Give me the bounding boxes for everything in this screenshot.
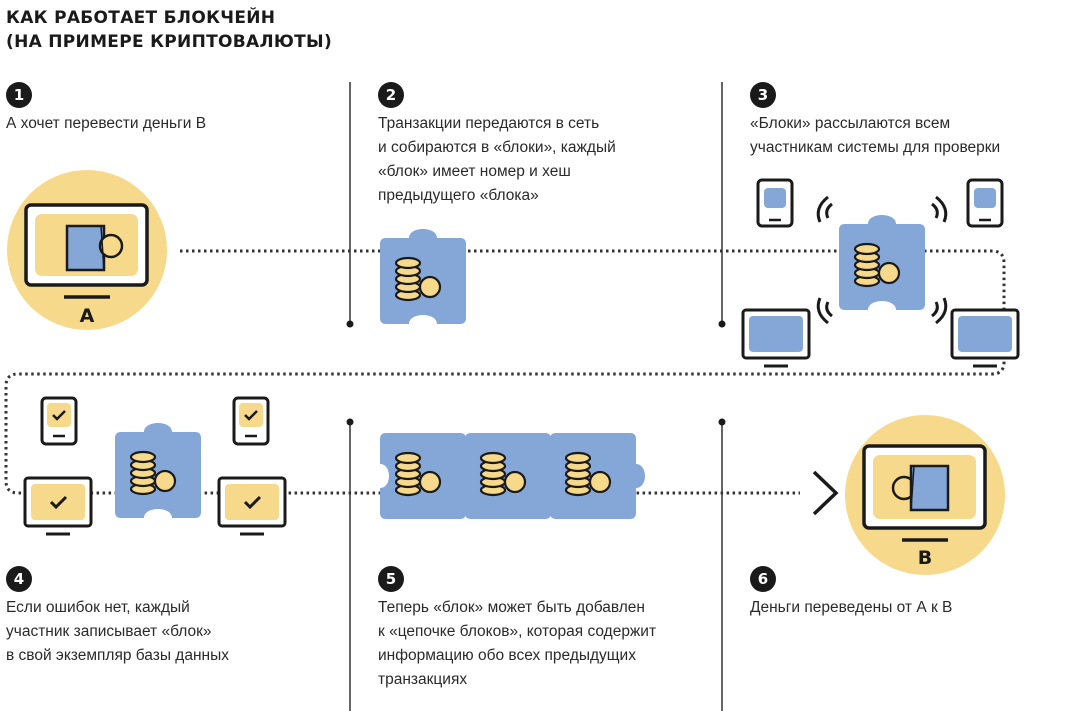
step-1-description: А хочет перевести деньги В [6, 112, 206, 136]
step-3-line-1: «Блоки» рассылаются всем [750, 115, 951, 132]
broadcast-group [741, 178, 1020, 368]
phone-icon [756, 178, 794, 228]
step-2-line-4: предыдущего «блока» [378, 187, 539, 204]
wallet-icon [891, 464, 950, 512]
step-4-line-2: участник записывает «блок» [6, 623, 212, 640]
monitor-icon [950, 308, 1020, 368]
step-2-description: Транзакции передаются в сеть и собираютс… [378, 112, 616, 208]
step-6-number: 6 [750, 566, 776, 592]
step-6-description: Деньги переведены от А к В [750, 596, 952, 620]
title-line-2: (НА ПРИМЕРЕ КРИПТОВАЛЮТЫ) [6, 32, 333, 52]
step-4-description: Если ошибок нет, каждый участник записыв… [6, 596, 229, 668]
broadcast-block [839, 215, 925, 310]
monitor-icon [741, 308, 811, 368]
sender-monitor: A [7, 170, 167, 330]
new-block [380, 229, 466, 324]
step-4-line-3: в свой экземпляр базы данных [6, 647, 229, 664]
title-line-1: КАК РАБОТАЕТ БЛОКЧЕЙН [6, 8, 276, 28]
step-2-line-3: «блок» имеет номер и хеш [378, 163, 571, 180]
wallet-icon [65, 224, 124, 272]
step-3-number: 3 [750, 82, 776, 108]
sender-label: A [80, 305, 95, 327]
receiver-label: B [918, 547, 932, 569]
chain-block-1 [380, 433, 475, 519]
step-1-line-1: А хочет перевести деньги В [6, 115, 207, 132]
check-icon [232, 396, 270, 446]
signal-icon [816, 195, 948, 325]
step-5-number: 5 [378, 566, 404, 592]
step-2-line-1: Транзакции передаются в сеть [378, 115, 600, 132]
step-4-number: 4 [6, 566, 32, 592]
step-2-number: 2 [378, 82, 404, 108]
step-5-line-3: информацию обо всех предыдущих [378, 647, 636, 664]
diagram-title: КАК РАБОТАЕТ БЛОКЧЕЙН (НА ПРИМЕРЕ КРИПТО… [6, 6, 332, 54]
column-dividers [346, 82, 726, 711]
step-2-line-2: и собираются в «блоки», каждый [378, 139, 616, 156]
step-3-line-2: участникам системы для проверки [750, 139, 1001, 156]
chevron-right-icon [812, 470, 839, 516]
chain-block-2 [465, 433, 560, 519]
step-1-number: 1 [6, 82, 32, 108]
block-chain [380, 433, 645, 519]
step-5-line-2: к «цепочке блоков», которая содержит [378, 623, 657, 640]
check-icon [40, 396, 78, 446]
check-icon [217, 476, 287, 536]
verification-group [23, 396, 287, 536]
step-5-description: Теперь «блок» может быть добавлен к «цеп… [378, 596, 656, 692]
phone-icon [966, 178, 1004, 228]
step-4-line-1: Если ошибок нет, каждый [6, 599, 190, 616]
verified-block [115, 423, 201, 518]
receiver-monitor: B [845, 415, 1005, 575]
step-3-description: «Блоки» рассылаются всем участникам сист… [750, 112, 1000, 160]
check-icon [23, 476, 93, 536]
step-5-line-4: транзакциях [378, 671, 468, 688]
step-5-line-1: Теперь «блок» может быть добавлен [378, 599, 645, 616]
step-6-line-1: Деньги переведены от А к В [750, 599, 953, 616]
chain-block-3 [550, 433, 645, 519]
